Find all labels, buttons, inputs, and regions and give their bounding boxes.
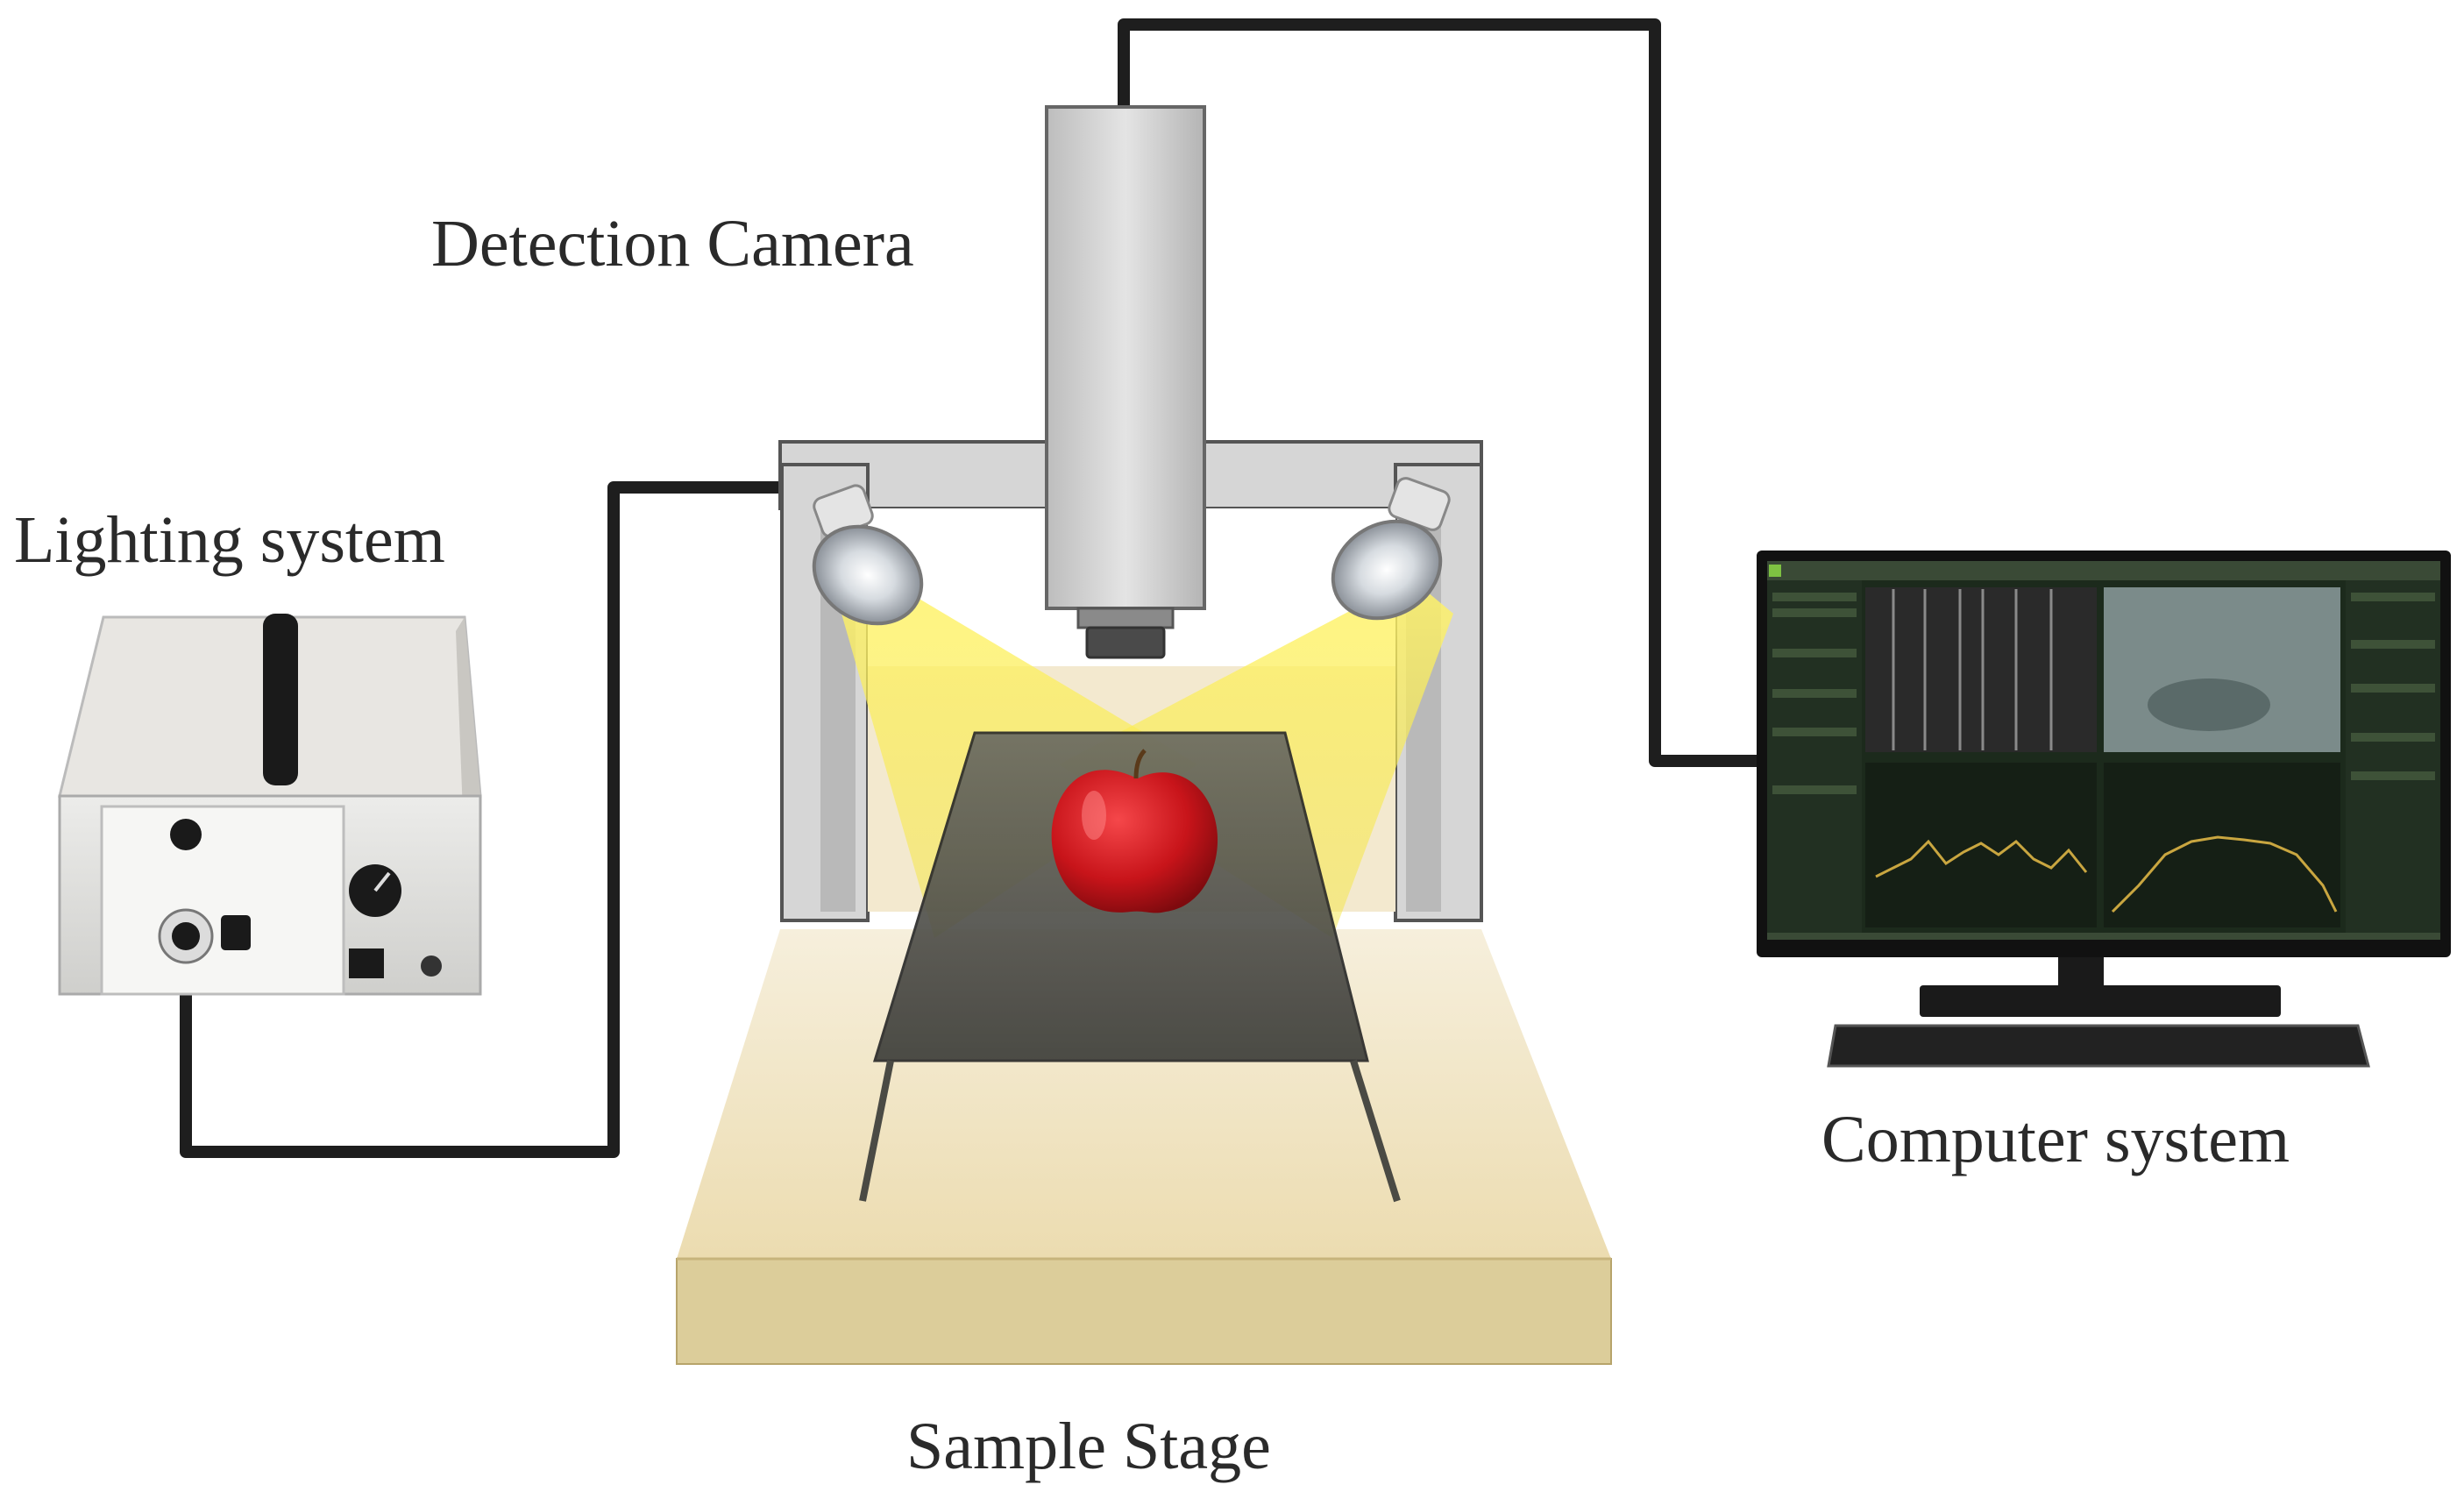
box-handle: [263, 614, 298, 785]
light-source-box-icon: [58, 614, 482, 996]
detection-camera-label: Detection Camera: [431, 207, 914, 281]
monitor-stand: [2058, 957, 2104, 989]
apple-body: [1051, 770, 1218, 913]
power-indicator: [170, 819, 202, 850]
stage-front-face: [676, 1258, 1612, 1365]
lighting-system-label: Lighting system: [14, 503, 445, 577]
computer-system-label: Computer system: [1821, 1103, 2290, 1176]
power-switch: [349, 948, 384, 978]
left-halogen-lamp-icon: [812, 484, 924, 626]
right-halogen-lamp-icon: [1331, 477, 1451, 621]
cables: [180, 18, 1766, 1158]
camera-lens: [1085, 626, 1166, 659]
detection-camera: [1045, 105, 1206, 659]
spectrum-plot-left: [1875, 839, 2088, 878]
spectrum-plot-right: [2111, 835, 2338, 913]
sample-stage-label: Sample Stage: [906, 1410, 1271, 1483]
camera-lens-mount: [1076, 607, 1175, 629]
camera-body: [1045, 105, 1206, 610]
monitor-icon: [1757, 551, 2451, 1068]
camera-to-computer-cable: [1118, 18, 1766, 767]
lighting-to-frame-cable: [180, 481, 786, 1158]
monitor-base: [1920, 985, 2281, 1017]
apple-icon: [1051, 749, 1218, 913]
keyboard-icon: [1827, 1024, 2370, 1068]
